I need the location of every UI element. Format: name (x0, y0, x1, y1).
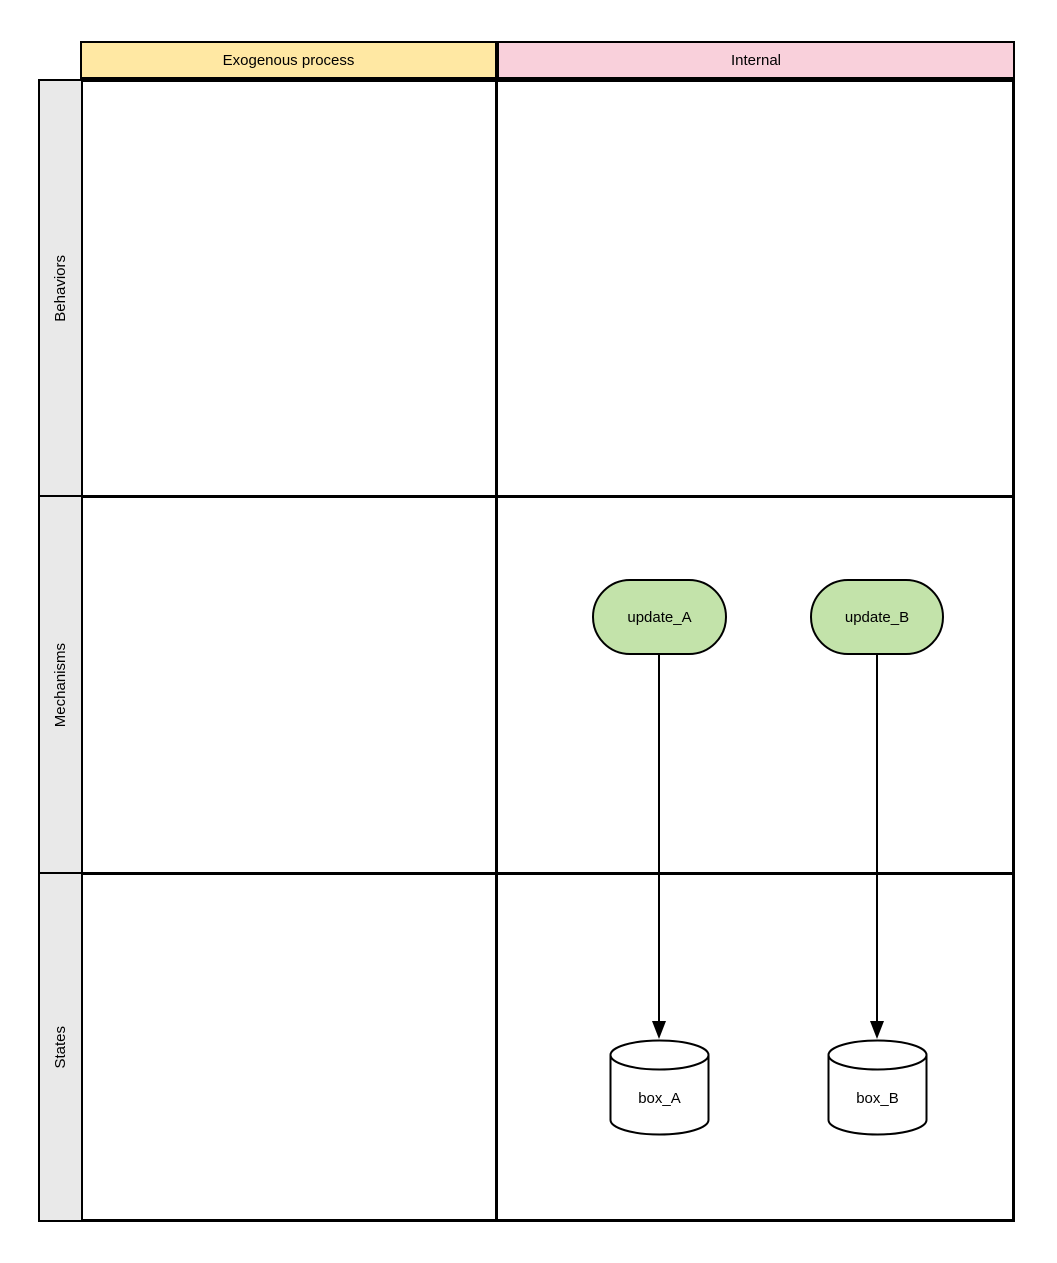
cylinder-shape-icon (609, 1039, 710, 1136)
cylinder-shape-icon (827, 1039, 928, 1136)
connector-update-b-to-box-b[interactable] (876, 655, 878, 1023)
arrowhead-icon (652, 1021, 666, 1039)
row-lane-behaviors: Behaviors (38, 79, 83, 498)
column-header-internal-label: Internal (730, 51, 782, 69)
column-header-exogenous-process: Exogenous process (80, 41, 497, 79)
column-header-internal: Internal (497, 41, 1015, 79)
datastore-node-box-a[interactable]: box_A (609, 1039, 710, 1136)
row-lane-states-label: States (52, 1025, 69, 1069)
process-node-update-a[interactable]: update_A (592, 579, 727, 655)
connector-update-a-to-box-a[interactable] (658, 655, 660, 1023)
row-divider-mechanisms-states (80, 872, 1015, 875)
row-lane-mechanisms: Mechanisms (38, 495, 83, 875)
process-node-update-b-label: update_B (844, 608, 910, 626)
datastore-node-box-a-label: box_A (638, 1089, 681, 1107)
process-node-update-b[interactable]: update_B (810, 579, 944, 655)
arrowhead-icon (870, 1021, 884, 1039)
row-divider-behaviors-mechanisms (80, 495, 1015, 498)
process-node-update-a-label: update_A (627, 608, 692, 626)
row-lane-states: States (38, 872, 83, 1222)
column-divider-line (495, 79, 498, 1222)
datastore-node-box-b-label: box_B (856, 1089, 899, 1107)
column-header-exogenous-process-label: Exogenous process (222, 51, 355, 69)
row-lane-mechanisms-label: Mechanisms (52, 642, 69, 728)
datastore-node-box-b[interactable]: box_B (827, 1039, 928, 1136)
row-lane-behaviors-label: Behaviors (52, 255, 69, 322)
